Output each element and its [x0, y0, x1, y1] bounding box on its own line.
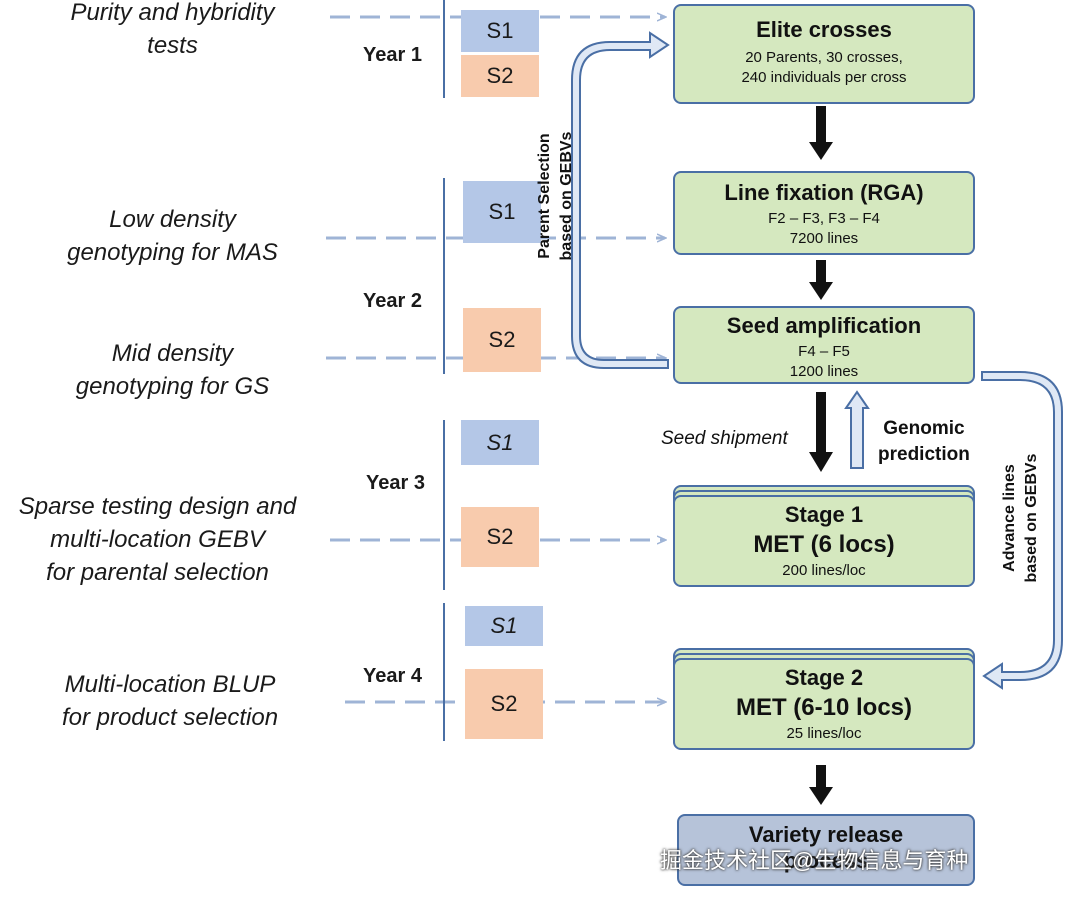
elite-crosses-sub1: 20 Parents, 30 crosses, [745, 49, 903, 66]
year-1-season-1: S1 [461, 10, 539, 52]
label-mid-density: Mid density genotyping for GS [0, 337, 345, 403]
variety-release-title: Variety release [748, 822, 904, 847]
label-line: multi-location GEBV [50, 526, 265, 553]
label-line: genotyping for MAS [67, 239, 278, 266]
elite-crosses-box: Elite crosses 20 Parents, 30 crosses, 24… [673, 4, 975, 104]
year-1-divider [443, 0, 445, 98]
year-4-divider [443, 603, 445, 741]
year-1-season-2: S2 [461, 55, 539, 97]
stage-1-title: Stage 1 [784, 502, 864, 527]
seed-amplification-box: Seed amplification F4 – F5 1200 lines [673, 306, 975, 384]
seed-shipment-label: Seed shipment [661, 428, 788, 449]
variety-release-process: process [783, 848, 869, 873]
stage-1-met: MET (6 locs) [753, 531, 895, 558]
year-3-divider [443, 420, 445, 590]
line-fixation-title: Line fixation (RGA) [724, 180, 924, 205]
watermark: 掘金技术社区@生物信息与育种 [660, 848, 969, 873]
parent-selection-label: Parent Selection based on GEBVs [534, 116, 578, 276]
stage-1-box: Stage 1 MET (6 locs) 200 lines/loc [673, 495, 975, 587]
label-purity-hybridity: Purity and hybridity tests [0, 0, 345, 62]
year-4-season-2: S2 [465, 669, 543, 739]
line-fixation-sub1: F2 – F3, F3 – F4 [768, 210, 880, 227]
genomic-prediction-label: Genomic prediction [878, 416, 970, 468]
genomic-prediction-arrow [844, 390, 870, 469]
arrow-stage2-to-variety [809, 765, 833, 805]
advance-lines-line: based on GEBVs [1023, 453, 1040, 583]
stage-2-sub: 25 lines/loc [786, 725, 862, 742]
parent-selection-line: Parent Selection [536, 133, 553, 259]
year-1-label: Year 1 [363, 44, 422, 66]
year-3-label: Year 3 [366, 472, 425, 494]
label-line: tests [147, 32, 198, 59]
label-line: genotyping for GS [75, 373, 270, 400]
arrow-seed-amp-to-stage1 [809, 392, 833, 472]
elite-crosses-sub2: 240 individuals per cross [741, 69, 907, 86]
advance-lines-label: Advance lines based on GEBVs [999, 428, 1043, 608]
genomic-prediction-line: prediction [878, 444, 970, 465]
seed-amplification-sub2: 1200 lines [789, 363, 859, 380]
parent-selection-arrow [571, 31, 670, 369]
seed-amplification-title: Seed amplification [726, 313, 922, 338]
label-line: for product selection [61, 704, 279, 731]
label-line: for parental selection [46, 559, 269, 586]
arrow-line-fixation-to-seed-amp [809, 260, 833, 300]
label-line: Multi-location BLUP [64, 671, 276, 698]
seed-amplification-sub1: F4 – F5 [798, 343, 850, 360]
stage-2-title: Stage 2 [784, 665, 864, 690]
year-2-season-2: S2 [463, 308, 541, 372]
year-3-season-2: S2 [461, 507, 539, 567]
year-2-season-1: S1 [463, 181, 541, 243]
stage-2-met: MET (6-10 locs) [735, 694, 913, 721]
elite-crosses-title: Elite crosses [756, 17, 892, 42]
advance-lines-line: Advance lines [1001, 464, 1018, 572]
label-line: Low density [109, 206, 236, 233]
stage-2-box: Stage 2 MET (6-10 locs) 25 lines/loc [673, 658, 975, 750]
label-line: Purity and hybridity [70, 0, 275, 26]
stage-1-sub: 200 lines/loc [782, 562, 866, 579]
arrow-elite-to-line-fixation [809, 106, 833, 160]
label-sparse-testing: Sparse testing design and multi-location… [0, 490, 315, 589]
genomic-prediction-line: Genomic [883, 418, 965, 439]
label-line: Sparse testing design and [18, 493, 297, 520]
parent-selection-line: based on GEBVs [558, 131, 575, 261]
label-multi-location-blup: Multi-location BLUP for product selectio… [0, 668, 340, 734]
line-fixation-box: Line fixation (RGA) F2 – F3, F3 – F4 720… [673, 171, 975, 255]
label-line: Mid density [111, 340, 234, 367]
year-4-label: Year 4 [363, 665, 422, 687]
line-fixation-sub2: 7200 lines [789, 230, 859, 247]
year-2-label: Year 2 [363, 290, 422, 312]
variety-release-box: Variety release process [677, 814, 975, 886]
flow-arrows [809, 106, 833, 805]
year-2-divider [443, 178, 445, 374]
advance-lines-arrow [981, 371, 1063, 690]
label-low-density: Low density genotyping for MAS [0, 203, 345, 269]
year-3-season-1: S1 [461, 420, 539, 465]
year-4-season-1: S1 [465, 606, 543, 646]
